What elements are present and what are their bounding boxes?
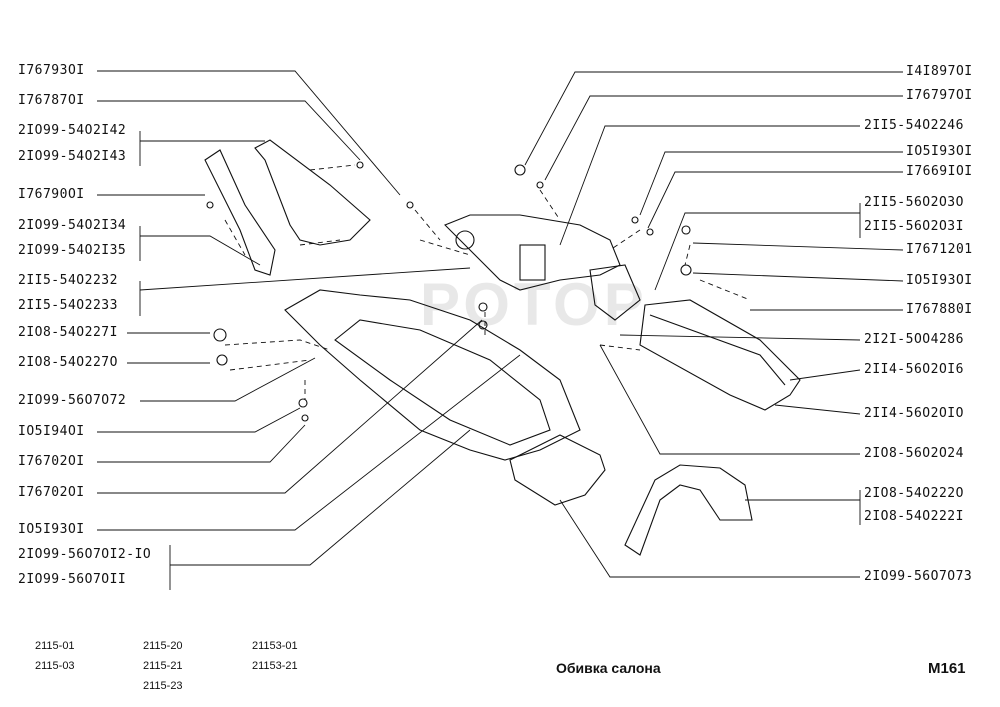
watermark: РОТОР xyxy=(420,271,648,338)
label-left-1: I76793OI xyxy=(18,63,85,78)
label-right-12: 2II4-56O2OI6 xyxy=(864,362,964,377)
label-left-4: 2IO99-54O2I43 xyxy=(18,149,127,164)
label-left-9: 2II5-54O2233 xyxy=(18,298,118,313)
model-code: 21153-21 xyxy=(252,660,298,672)
label-left-18: 2IO99-56O7OII xyxy=(18,572,127,587)
page-title: Обивка салона xyxy=(556,660,661,676)
label-left-6: 2IO99-54O2I34 xyxy=(18,218,127,233)
shelf-end-piece xyxy=(509,434,606,506)
label-right-17: 2IO99-56O7O73 xyxy=(864,569,973,584)
label-right-2: I76797OI xyxy=(906,88,973,103)
model-code: 2115-01 xyxy=(35,640,75,652)
sheet-code: M161 xyxy=(928,660,966,677)
label-right-6: 2II5-56O2O3O xyxy=(864,195,964,210)
label-left-13: IO5I94OI xyxy=(18,424,85,439)
wheel-arch-trim xyxy=(624,464,753,556)
label-right-13: 2II4-56O2OIO xyxy=(864,406,964,421)
right-trim-panel xyxy=(639,299,801,411)
label-left-15: I76702OI xyxy=(18,485,85,500)
parcel-shelf xyxy=(284,289,581,461)
label-right-1: I4I897OI xyxy=(906,64,973,79)
label-left-14: I76702OI xyxy=(18,454,85,469)
left-pillar-trim xyxy=(204,149,276,276)
label-right-10: I767880I xyxy=(906,302,973,317)
label-left-17: 2IO99-56O7OI2-IO xyxy=(18,547,152,562)
label-right-4: IO5I93OI xyxy=(906,144,973,159)
label-right-7: 2II5-56O2O3I xyxy=(864,219,964,234)
label-right-9: IO5I93OI xyxy=(906,273,973,288)
label-right-14: 2IO8-56O2O24 xyxy=(864,446,964,461)
model-code: 2115-23 xyxy=(143,680,183,692)
label-left-12: 2IO99-56O7O72 xyxy=(18,393,127,408)
label-left-5: I76790OI xyxy=(18,187,85,202)
model-code: 2115-20 xyxy=(143,640,183,652)
model-code: 2115-21 xyxy=(143,660,183,672)
left-upper-trim xyxy=(254,139,371,246)
label-right-15: 2IO8-54O222O xyxy=(864,486,964,501)
label-left-7: 2IO99-54O2I35 xyxy=(18,243,127,258)
label-right-11: 2I2I-5OO4286 xyxy=(864,332,964,347)
small-bracket xyxy=(589,264,641,321)
model-code: 21153-01 xyxy=(252,640,298,652)
label-right-8: I7671201 xyxy=(906,242,973,257)
label-left-10: 2IO8-54O227I xyxy=(18,325,118,340)
label-right-3: 2II5-54O2246 xyxy=(864,118,964,133)
label-left-8: 2II5-54O2232 xyxy=(18,273,118,288)
label-left-11: 2IO8-54O227O xyxy=(18,355,118,370)
label-right-16: 2IO8-54O222I xyxy=(864,509,964,524)
label-left-3: 2IO99-54O2I42 xyxy=(18,123,127,138)
model-code: 2115-03 xyxy=(35,660,75,672)
shelf-bracket xyxy=(444,214,621,291)
label-left-2: I76787OI xyxy=(18,93,85,108)
label-left-16: IO5I93OI xyxy=(18,522,85,537)
label-right-5: I7669IOI xyxy=(906,164,973,179)
